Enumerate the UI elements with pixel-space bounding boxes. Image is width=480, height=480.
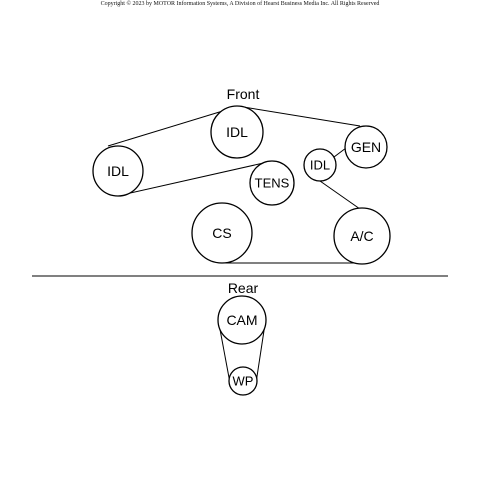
belt-segment <box>107 109 227 147</box>
pulley-gen: GEN <box>344 125 388 169</box>
pulley-label: GEN <box>351 139 381 155</box>
pulley-cam: CAM <box>217 295 267 345</box>
pulley-tens: TENS <box>249 160 295 206</box>
belt-segment <box>319 180 361 210</box>
pulley-label: TENS <box>255 176 290 191</box>
copyright-notice: Copyright © 2023 by MOTOR Information Sy… <box>100 1 380 7</box>
belt-segment <box>236 105 361 127</box>
pulley-label: IDL <box>310 158 330 173</box>
rear-belt <box>218 323 266 384</box>
pulley-label: IDL <box>107 163 129 179</box>
front-heading: Front <box>227 86 260 102</box>
pulley-wp: WP <box>228 366 258 396</box>
pulley-label: CAM <box>226 312 257 328</box>
pulley-idl-left: IDL <box>92 145 144 197</box>
belt-segment <box>218 323 231 384</box>
pulley-label: WP <box>233 374 254 389</box>
pulley-idl-top: IDL <box>210 105 264 159</box>
front-belt <box>107 105 362 264</box>
pulley-idl-small: IDL <box>303 148 337 182</box>
pulley-label: A/C <box>350 228 373 244</box>
pulley-label: IDL <box>226 124 248 140</box>
pulley-label: CS <box>212 225 231 241</box>
belt-segment <box>125 161 269 195</box>
belt-segment <box>255 323 266 384</box>
rear-heading: Rear <box>228 280 259 296</box>
pulley-ac: A/C <box>333 207 391 265</box>
pulley-cs: CS <box>191 202 253 264</box>
